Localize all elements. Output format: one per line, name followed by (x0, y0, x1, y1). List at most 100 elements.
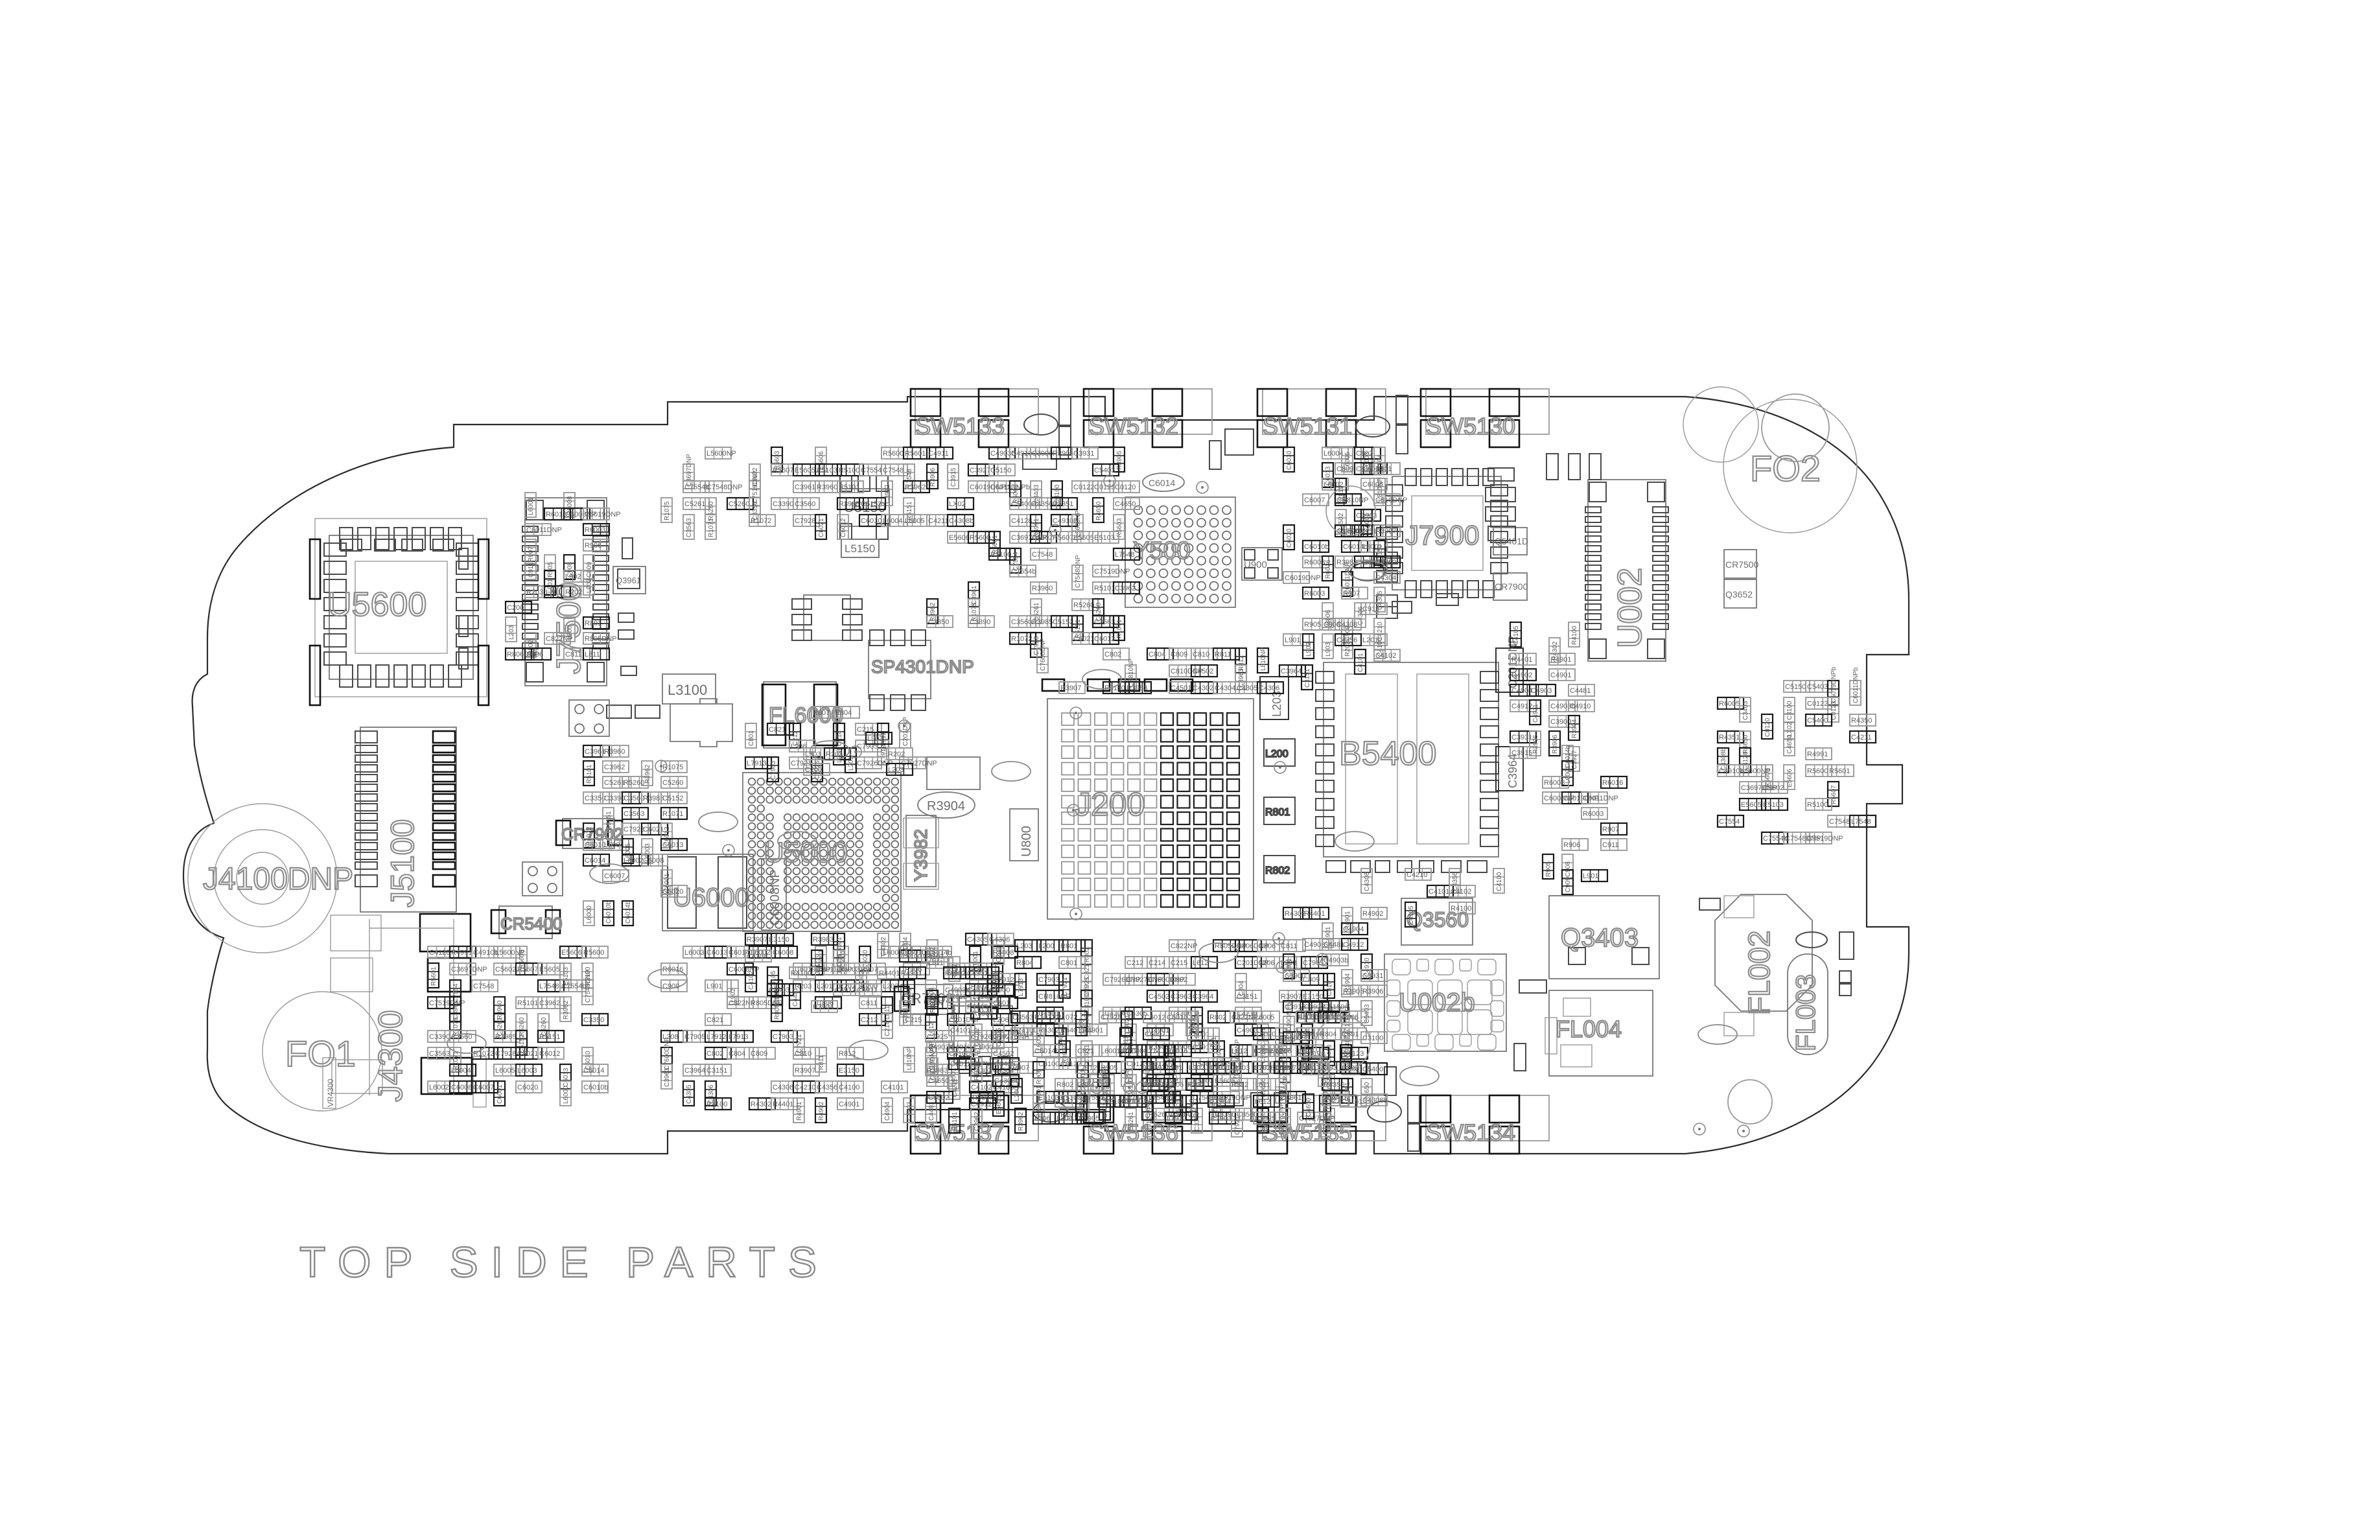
svg-text:C809: C809 (751, 1050, 767, 1058)
svg-text:C6013: C6013 (662, 841, 683, 849)
svg-text:R1071: R1071 (708, 518, 715, 537)
svg-text:E5605: E5605 (795, 467, 815, 474)
svg-text:C3915: C3915 (1511, 749, 1532, 757)
switch-sw5131: SW5131 (1257, 389, 1386, 447)
svg-text:C7519DNP: C7519DNP (1807, 835, 1843, 843)
svg-text:L903: L903 (805, 751, 821, 758)
svg-text:C4502: C4502 (1193, 668, 1213, 675)
component-u6000-label: Y500 (1133, 537, 1191, 565)
smd-passive: R5601 (428, 963, 439, 988)
svg-text:R4902: R4902 (1362, 910, 1383, 918)
smd-passive: R905 (544, 555, 555, 579)
svg-text:C3350: C3350 (928, 618, 949, 626)
svg-text:C4650: C4650 (928, 1077, 949, 1085)
svg-text:C4910b: C4910b (1053, 517, 1078, 525)
smd-passive: C5152 (1051, 616, 1077, 627)
svg-text:E5103: E5103 (1763, 801, 1784, 809)
svg-text:R3906: R3906 (1362, 988, 1383, 996)
svg-text:L6004: L6004 (1324, 450, 1344, 458)
svg-text:C810: C810 (1193, 651, 1209, 659)
svg-text:C4903: C4903 (906, 1101, 913, 1121)
svg-text:C4101: C4101 (950, 1027, 971, 1034)
smd-passive: C3563 (683, 515, 694, 539)
component-y3982-label: Y3982 (911, 829, 931, 881)
fiducial-fo1-label: FO1 (285, 1033, 356, 1074)
switch-sw5134-label: SW5134 (1426, 1119, 1515, 1146)
smd-passive: C3563 (622, 808, 648, 819)
svg-text:C7928: C7928 (795, 517, 815, 525)
svg-text:L206: L206 (1034, 1115, 1050, 1123)
svg-text:L201: L201 (817, 983, 832, 990)
svg-text:R3960: R3960 (496, 1000, 504, 1020)
smd-passive: L902 (1303, 634, 1314, 659)
svg-text:C7903: C7903 (773, 1033, 793, 1041)
svg-text:L6001: L6001 (528, 497, 535, 515)
smd-passive: R3907 (1059, 682, 1085, 694)
smd-passive: R6003 (583, 524, 609, 535)
svg-text:C4305: C4305 (1377, 590, 1384, 610)
svg-text:C214: C214 (1143, 1047, 1160, 1055)
svg-text:R1075: R1075 (664, 501, 671, 520)
svg-text:E5606: E5606 (561, 949, 582, 957)
svg-text:R3960: R3960 (604, 748, 625, 756)
svg-text:C6011DNPb: C6011DNPb (1852, 667, 1860, 703)
svg-text:C6007: C6007 (1145, 1031, 1165, 1038)
svg-text:R4100: R4100 (1571, 625, 1578, 645)
smd-passive: C6019DNPb (1828, 666, 1839, 705)
svg-text:C7928: C7928 (1101, 1014, 1121, 1021)
svg-text:L7913: L7913 (1167, 1115, 1187, 1123)
smd-passive: L6000 (583, 901, 594, 926)
smd-passive: R811 (815, 1047, 826, 1072)
via-center (727, 849, 730, 852)
svg-text:R4902: R4902 (818, 1101, 825, 1121)
svg-text:L203: L203 (1016, 942, 1032, 950)
svg-text:C5602: C5602 (495, 966, 516, 974)
svg-text:R906: R906 (1563, 841, 1580, 849)
svg-text:C811: C811 (861, 999, 877, 1007)
svg-text:C3961: C3961 (971, 585, 978, 605)
smd-passive: L5600NP (705, 447, 736, 459)
svg-text:C7519DNP: C7519DNP (429, 999, 465, 1007)
smd-passive: C3931 (1072, 447, 1098, 459)
component-j4100dnp: J4100DNP (188, 804, 353, 953)
svg-text:R812: R812 (1238, 655, 1245, 671)
svg-text:LX02: LX02 (1786, 721, 1793, 737)
svg-text:R5151: R5151 (605, 811, 612, 830)
svg-text:R203: R203 (826, 751, 843, 758)
svg-text:C0122: C0122 (1073, 484, 1094, 491)
svg-text:C7554b: C7554b (1011, 568, 1036, 576)
svg-text:R3907: R3907 (1375, 528, 1396, 535)
svg-text:R907: R907 (1012, 1064, 1029, 1072)
svg-text:R5607: R5607 (773, 467, 793, 474)
svg-text:C3963: C3963 (1171, 993, 1191, 1001)
svg-text:C7903: C7903 (770, 760, 777, 780)
svg-text:C7928: C7928 (495, 1050, 516, 1058)
svg-text:C5150: C5150 (1785, 683, 1806, 691)
svg-text:L6001: L6001 (1101, 1047, 1121, 1055)
svg-text:E5606: E5606 (949, 534, 970, 542)
svg-text:C6007: C6007 (1304, 496, 1325, 504)
svg-text:R202: R202 (888, 751, 905, 758)
svg-text:C801: C801 (1056, 1098, 1073, 1106)
smd-passive: C4912 (1342, 939, 1368, 950)
fiducial-fo2-label: FO2 (1750, 448, 1821, 489)
smd-passive: C200 (506, 601, 531, 613)
svg-text:L206: L206 (1276, 1047, 1291, 1055)
smd-passive: R1071 (705, 515, 716, 539)
smd-passive: C3350 (582, 1014, 608, 1025)
smd-passive: C0120 (1762, 714, 1773, 739)
svg-text:C6013: C6013 (563, 1068, 570, 1087)
svg-text:R6005: R6005 (974, 1061, 981, 1080)
svg-text:R4350: R4350 (1851, 717, 1872, 725)
svg-text:C908: C908 (1565, 861, 1572, 877)
svg-text:C4211: C4211 (1851, 734, 1872, 741)
svg-text:L6002: L6002 (624, 857, 644, 865)
svg-text:L612: L612 (1255, 1098, 1270, 1106)
smd-passive: L811 (881, 997, 892, 1021)
svg-text:C3151: C3151 (706, 1067, 727, 1075)
svg-text:C3390: C3390 (429, 1033, 450, 1041)
svg-text:C3563: C3563 (686, 518, 693, 537)
svg-text:C7548DNP: C7548DNP (706, 484, 743, 491)
svg-text:R907: R907 (1602, 826, 1619, 834)
svg-text:C4650: C4650 (1305, 1097, 1312, 1117)
